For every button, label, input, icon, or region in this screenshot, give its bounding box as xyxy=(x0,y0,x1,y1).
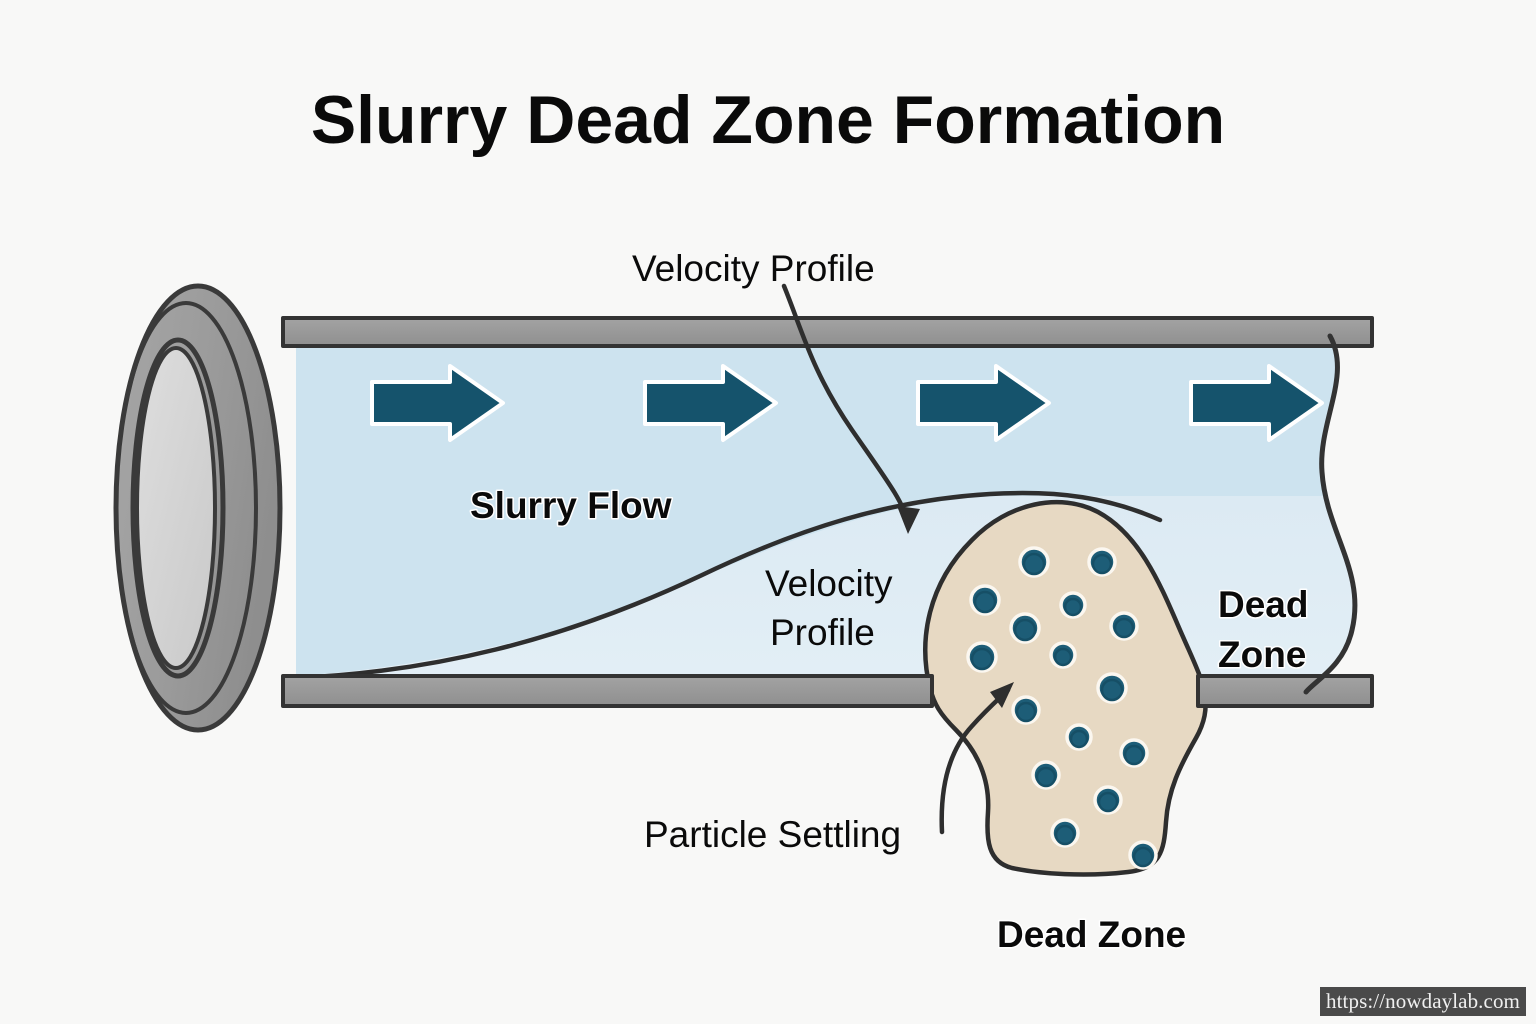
particle xyxy=(1065,723,1093,751)
label-velocity-profile-inner-line1: Velocity xyxy=(765,563,893,604)
label-dead-zone-inner-line1: Dead xyxy=(1218,584,1308,625)
particle xyxy=(1059,591,1087,619)
flow-arrow xyxy=(1189,364,1324,442)
particles-group xyxy=(966,546,1158,870)
label-particle-settling: Particle Settling xyxy=(644,814,901,855)
particle xyxy=(1096,672,1128,704)
flow-arrows-group xyxy=(370,364,1324,442)
particle-settling-leader xyxy=(939,682,1014,835)
velocity-profile-arrowhead xyxy=(897,506,920,534)
label-velocity-profile-inner-line2: Profile xyxy=(770,612,875,653)
particle xyxy=(1009,612,1041,644)
page-title: Slurry Dead Zone Formation xyxy=(311,82,1225,158)
velocity-profile-leader xyxy=(781,283,920,534)
end-cap-ring-edge xyxy=(114,301,258,715)
flow-arrow xyxy=(916,364,1051,442)
particle xyxy=(1011,695,1041,725)
particle xyxy=(1050,818,1080,848)
pipe-break-edge xyxy=(1303,333,1358,695)
flow-arrow xyxy=(370,364,505,442)
flow-arrow xyxy=(643,364,778,442)
end-cap-bore-rim xyxy=(130,337,226,679)
particle xyxy=(1087,547,1117,577)
particle xyxy=(1109,611,1139,641)
label-slurry-flow: Slurry Flow xyxy=(470,485,672,526)
pipe-bottom-wall-right xyxy=(1196,674,1374,708)
label-dead-zone-inner-line2: Zone xyxy=(1218,634,1306,675)
particle xyxy=(966,641,998,673)
label-dead-zone-bottom: Dead Zone xyxy=(997,914,1186,955)
particle xyxy=(1093,785,1123,815)
velocity-profile-curve xyxy=(296,490,1163,681)
particle xyxy=(1128,840,1158,870)
particle xyxy=(969,584,1001,616)
pipe-end-cap xyxy=(113,283,283,733)
label-velocity-profile-top: Velocity Profile xyxy=(632,248,875,289)
particle-settling-arrowhead xyxy=(990,682,1014,708)
dead-zone-blob-group xyxy=(923,499,1208,877)
particle xyxy=(1018,546,1050,578)
end-cap-bore-face xyxy=(135,346,217,670)
pipe-top-wall xyxy=(281,316,1374,348)
watermark: https://nowdaylab.com xyxy=(1320,986,1526,1016)
pipe-bottom-wall-left xyxy=(281,674,934,708)
particle xyxy=(1031,760,1061,790)
particle xyxy=(1119,738,1149,768)
particle xyxy=(1049,641,1077,669)
